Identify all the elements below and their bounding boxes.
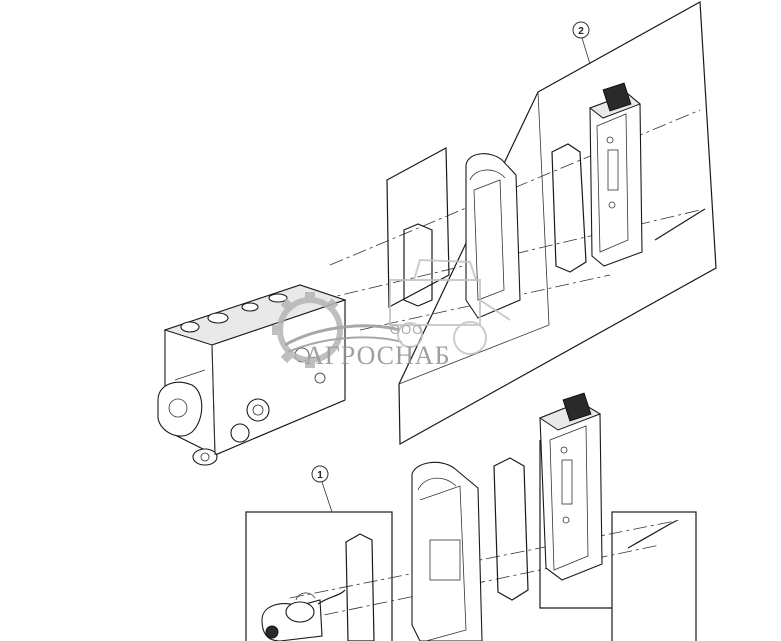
- electronic-module-lower: [538, 392, 603, 581]
- watermark-gear-logo: [272, 292, 403, 368]
- long-screw-lower: [627, 520, 677, 549]
- cover-housing-lower: [411, 461, 483, 641]
- watermark: ООО АГРОСНАБ: [272, 258, 511, 370]
- cover-housing-upper: [465, 153, 521, 319]
- callout-2: 2: [572, 21, 591, 65]
- gasket-lower-large: [493, 457, 529, 601]
- hydraulic-valve-block: [157, 284, 347, 466]
- group-2-frame: [386, 1, 717, 446]
- gasket-lower-small: [345, 533, 375, 641]
- watermark-name: АГРОСНАБ: [305, 341, 451, 370]
- gasket-upper-small: [403, 223, 433, 307]
- callout-1: 1: [311, 465, 333, 513]
- watermark-combine-harvester: [389, 258, 511, 355]
- electronic-module-upper: [588, 82, 643, 267]
- gasket-upper-large: [551, 143, 587, 273]
- group-1-frame: [245, 440, 697, 641]
- callout-2-label: 2: [578, 26, 584, 37]
- solenoid-coil: [261, 589, 346, 641]
- watermark-prefix: ООО: [390, 322, 423, 337]
- long-screw-upper: [654, 208, 706, 241]
- callout-1-label: 1: [317, 470, 323, 481]
